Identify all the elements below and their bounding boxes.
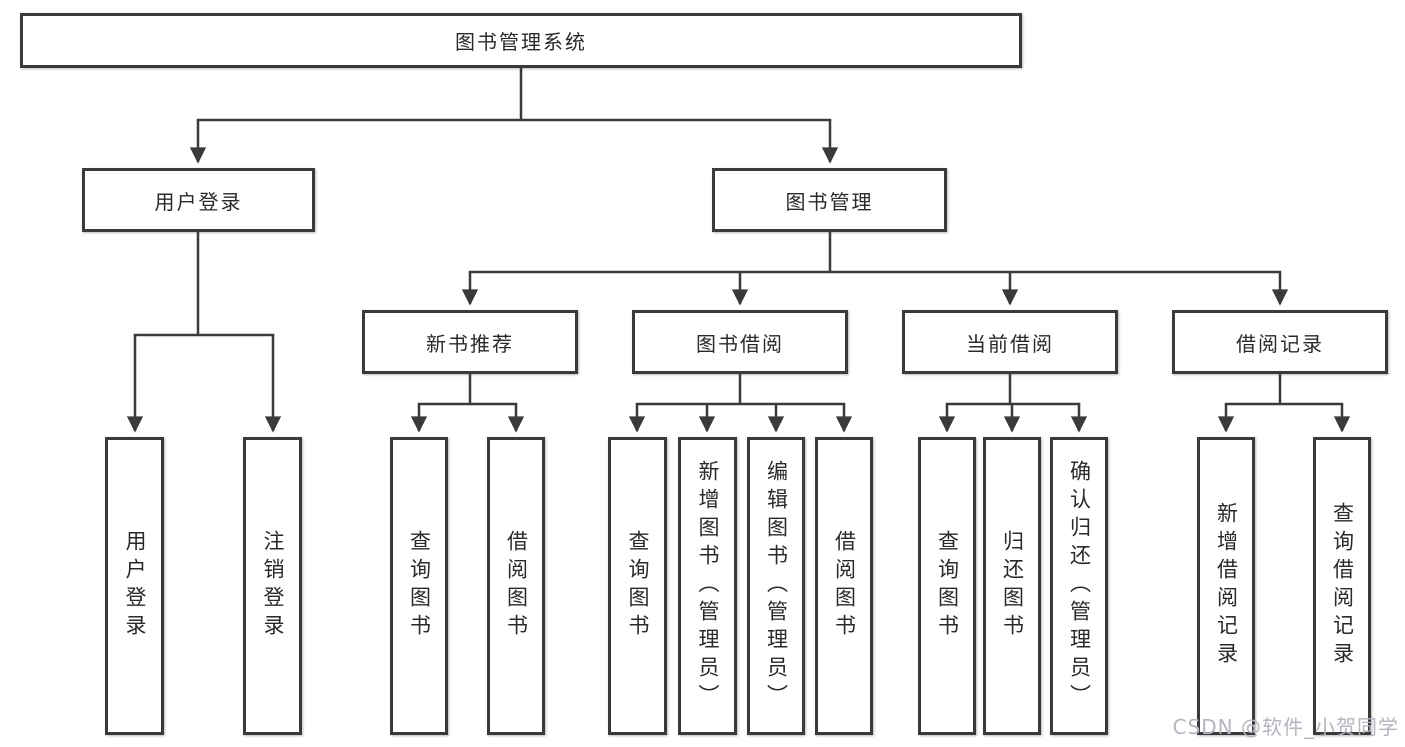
leaf-add-borrow-record: 新增借阅记录: [1197, 437, 1255, 735]
node-library-management-system: 图书管理系统: [20, 13, 1022, 68]
leaf-label: 用户登录: [123, 530, 147, 642]
leaf-label: 查询图书: [407, 530, 432, 642]
leaf-query-books-current: 查询图书: [918, 437, 976, 735]
node-label: 用户登录: [154, 189, 243, 214]
csdn-watermark: CSDN @软件_小贺同学: [1172, 715, 1399, 739]
node-label: 借阅记录: [1236, 331, 1324, 356]
leaf-label: 新增借阅记录: [1214, 502, 1239, 670]
leaf-label: 归还图书: [1000, 530, 1025, 642]
leaf-label: 借阅图书: [504, 530, 529, 642]
leaf-borrow-books: 借阅图书: [815, 437, 873, 735]
leaf-label: 查询借阅记录: [1330, 502, 1355, 670]
leaf-label: 新增图书（管理员）: [696, 460, 720, 712]
node-borrowing-records: 借阅记录: [1172, 310, 1388, 374]
leaf-label: 查询图书: [935, 530, 960, 642]
leaf-label: 注销登录: [261, 530, 285, 642]
node-label: 当前借阅: [966, 331, 1054, 356]
leaf-borrow-books-recommend: 借阅图书: [487, 437, 545, 735]
leaf-label: 确认归还（管理员）: [1067, 460, 1092, 712]
leaf-label: 编辑图书（管理员）: [764, 460, 789, 712]
leaf-query-borrow-record: 查询借阅记录: [1313, 437, 1371, 735]
node-label: 图书借阅: [696, 331, 784, 356]
leaf-query-books-borrow: 查询图书: [608, 437, 667, 735]
node-new-book-recommendation: 新书推荐: [362, 310, 578, 374]
leaf-edit-books-admin: 编辑图书（管理员）: [747, 437, 805, 735]
leaf-confirm-return-admin: 确认归还（管理员）: [1050, 437, 1108, 735]
node-label: 图书管理: [785, 189, 874, 214]
node-label: 图书管理系统: [455, 30, 587, 54]
node-current-borrowing: 当前借阅: [902, 310, 1118, 374]
node-book-management-module: 图书管理: [712, 168, 947, 232]
leaf-query-books-recommend: 查询图书: [390, 437, 448, 735]
leaf-user-login: 用户登录: [105, 437, 164, 735]
leaf-label: 借阅图书: [832, 530, 857, 642]
node-label: 新书推荐: [426, 331, 514, 356]
leaf-label: 查询图书: [626, 530, 650, 642]
node-book-borrowing: 图书借阅: [632, 310, 848, 374]
leaf-add-books-admin: 新增图书（管理员）: [678, 437, 737, 735]
node-user-login-module: 用户登录: [82, 168, 315, 232]
leaf-return-books: 归还图书: [983, 437, 1041, 735]
leaf-logout: 注销登录: [243, 437, 302, 735]
